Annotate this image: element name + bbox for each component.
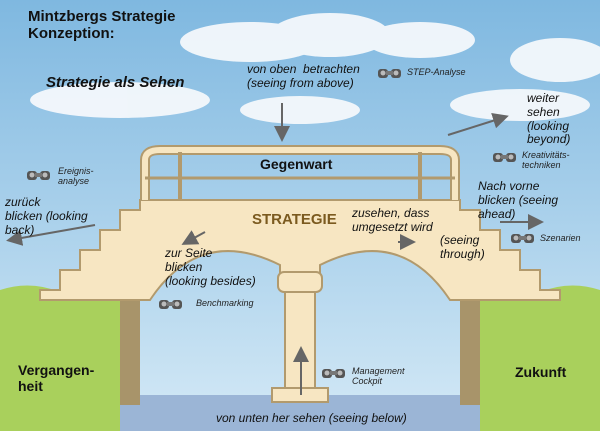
tool-kreativ-label: Kreativitäts- techniken bbox=[522, 150, 570, 171]
tool-benchmarking-label: Benchmarking bbox=[196, 298, 254, 308]
strategie-label: STRATEGIE bbox=[252, 211, 337, 228]
view-ahead-label: Nach vorne blicken (seeing ahead) bbox=[478, 179, 559, 221]
binoculars-icon bbox=[159, 300, 182, 309]
diagram-title: Mintzbergs Strategie Konzeption: bbox=[28, 8, 176, 43]
view-arrows bbox=[6, 103, 544, 395]
tool-cockpit-label: Management Cockpit bbox=[352, 366, 405, 387]
binoculars-icon bbox=[493, 153, 516, 162]
binoculars-icon bbox=[27, 171, 50, 180]
future-label: Zukunft bbox=[515, 364, 567, 380]
clouds bbox=[30, 13, 600, 124]
view-back-label: zurück blicken (looking back) bbox=[5, 195, 88, 237]
view-besides-label: zur Seite blicken (looking besides) bbox=[165, 246, 256, 288]
view-through-en-label: (seeing through) bbox=[440, 233, 485, 261]
view-above-label: von oben betrachten (seeing from above) bbox=[247, 62, 360, 90]
view-below-label: von unten her sehen (seeing below) bbox=[216, 411, 407, 425]
left-grass bbox=[0, 285, 120, 431]
right-grass bbox=[480, 285, 600, 431]
tool-step-label: STEP-Analyse bbox=[407, 67, 466, 77]
past-label: Vergangen- heit bbox=[18, 362, 95, 395]
gegenwart-label: Gegenwart bbox=[260, 156, 333, 172]
binoculars-icon bbox=[511, 234, 534, 243]
bridge-deck bbox=[39, 199, 561, 301]
binoculars-icon bbox=[378, 69, 401, 78]
binoculars-icon bbox=[322, 369, 345, 378]
tool-ereignis-label: Ereignis- analyse bbox=[58, 166, 94, 187]
tool-szenarien-label: Szenarien bbox=[540, 233, 581, 243]
view-through-de-label: zusehen, dass umgesetzt wird bbox=[352, 206, 433, 234]
view-beyond-label: weiter sehen (looking beyond) bbox=[527, 91, 571, 147]
diagram-heading: Strategie als Sehen bbox=[46, 74, 185, 91]
